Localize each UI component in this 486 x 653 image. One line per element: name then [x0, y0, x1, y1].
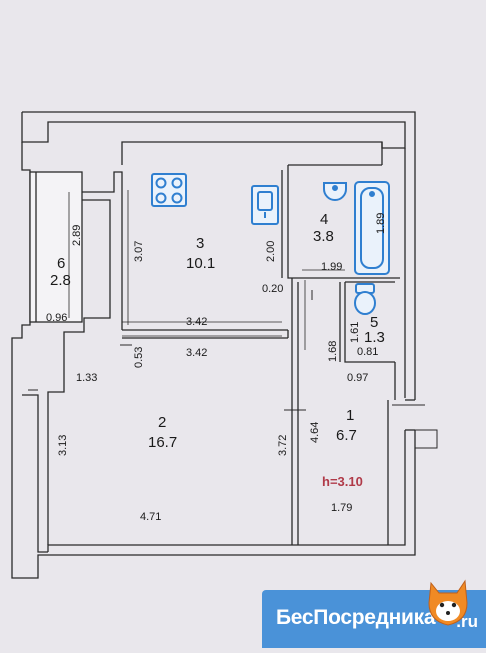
dim-partition: 0.20 — [262, 283, 283, 295]
dim-kitchen-height: 3.07 — [133, 241, 145, 262]
bathtub-icon — [354, 181, 390, 275]
stove-icon — [151, 173, 187, 207]
watermark-brand: БесПосредника — [276, 606, 436, 629]
dim-door-width: 0.53 — [133, 347, 145, 368]
room-2-number: 2 — [158, 414, 166, 431]
room-4-area: 3.8 — [313, 228, 334, 245]
dim-balcony-width: 0.96 — [46, 312, 67, 324]
dim-bath-width: 1.99 — [321, 261, 342, 273]
door-marks — [28, 290, 438, 449]
room-6-number: 6 — [57, 255, 65, 272]
room-1-number: 1 — [346, 407, 354, 424]
dim-room-width: 4.71 — [140, 511, 161, 523]
dim-balcony-height: 2.89 — [71, 225, 83, 246]
room-5-number: 5 — [370, 314, 378, 331]
dim-room-height: 3.13 — [57, 435, 69, 456]
dim-hall-width: 1.79 — [331, 502, 352, 514]
dim-room-side: 3.72 — [277, 435, 289, 456]
room-3-area: 10.1 — [186, 255, 215, 272]
dim-room-offset: 1.33 — [76, 372, 97, 384]
dim-bath-length: 1.89 — [375, 213, 387, 234]
dim-bath-height: 2.00 — [265, 241, 277, 262]
dim-hall-gap: 0.97 — [347, 372, 368, 384]
toilet-icon — [354, 283, 376, 315]
washbasin-icon — [323, 182, 347, 201]
walls — [11, 111, 416, 579]
room-5-area: 1.3 — [364, 329, 385, 346]
room-3-number: 3 — [196, 235, 204, 252]
room-6-area: 2.8 — [50, 272, 71, 289]
ceiling-height-label: h=3.10 — [322, 474, 363, 489]
room-4-number: 4 — [320, 211, 328, 228]
dim-wc-width: 0.81 — [357, 346, 378, 358]
kitchen-sink-icon — [251, 185, 279, 225]
room-2-area: 16.7 — [148, 434, 177, 451]
fox-mascot-icon — [428, 579, 468, 626]
dim-corridor-gap: 3.42 — [186, 347, 207, 359]
dim-wc-depth-b: 1.68 — [327, 341, 339, 362]
room-1-area: 6.7 — [336, 427, 357, 444]
dim-kitchen-width: 3.42 — [186, 316, 207, 328]
dimension-lines — [68, 190, 345, 350]
dim-wc-depth-a: 1.61 — [349, 322, 361, 343]
dim-hall-length: 4.64 — [309, 422, 321, 443]
